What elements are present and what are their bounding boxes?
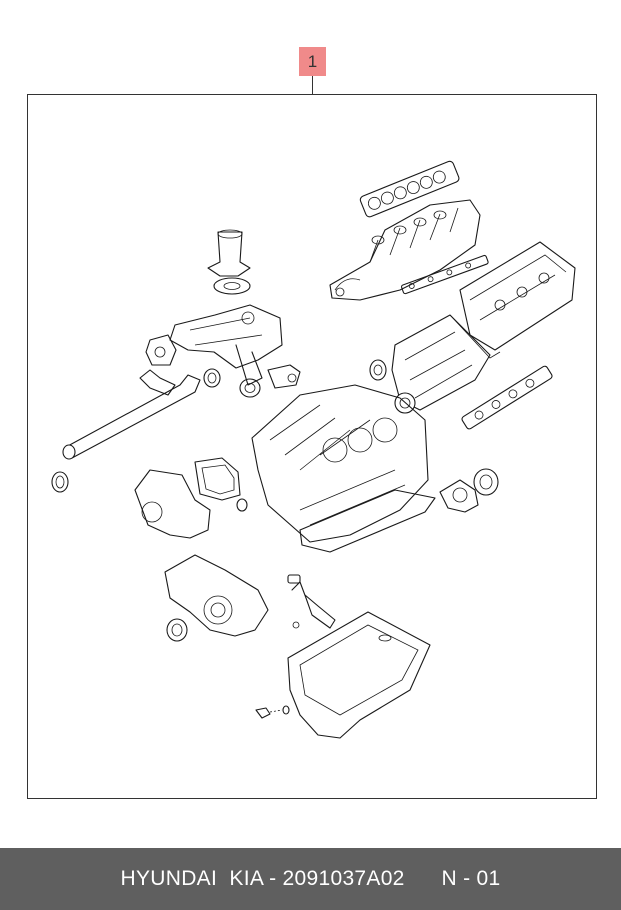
part-number-footer: HYUNDAI KIA - 2091037A02 N - 01 [0,848,621,910]
cover-gasket-small [236,498,248,512]
cylinder-head-cover [449,241,576,359]
intake-plenum-gasket [401,254,489,295]
intake-manifold-gasket [359,160,460,218]
drain-plug-and-washer [255,705,290,719]
coolant-pipe-o-ring [203,368,221,388]
cylinder-head-gasket-right [461,365,553,430]
intake-manifold [329,199,481,301]
timing-cover [134,469,211,539]
rear-oil-seal-carrier [439,479,479,513]
thermostat-gasket [213,277,251,295]
crankshaft-front-seal [166,618,188,642]
exhaust-manifold-gasket [145,334,177,366]
callout-number-badge: 1 [299,47,326,76]
oil-strainer [287,574,336,629]
water-outlet-fitting [267,364,301,389]
parts-diagram [27,76,597,799]
part-number-text: HYUNDAI KIA - 2091037A02 N - 01 [120,867,501,890]
exhaust-flange-gasket [239,378,261,398]
oil-pump [164,554,269,637]
timing-cover-gasket [194,457,241,501]
diagram-frame [27,94,597,799]
crankshaft-rear-seal [473,468,499,496]
oil-pan-gasket-upper [299,489,436,553]
engine-block [251,384,429,543]
exhaust-manifold [169,304,283,386]
cylinder-head [391,314,491,414]
thermostat-housing [207,229,251,277]
coolant-pipe [62,369,201,460]
camshaft-seal [369,359,387,381]
oil-pan [287,611,431,739]
pipe-o-ring-left [51,471,69,493]
